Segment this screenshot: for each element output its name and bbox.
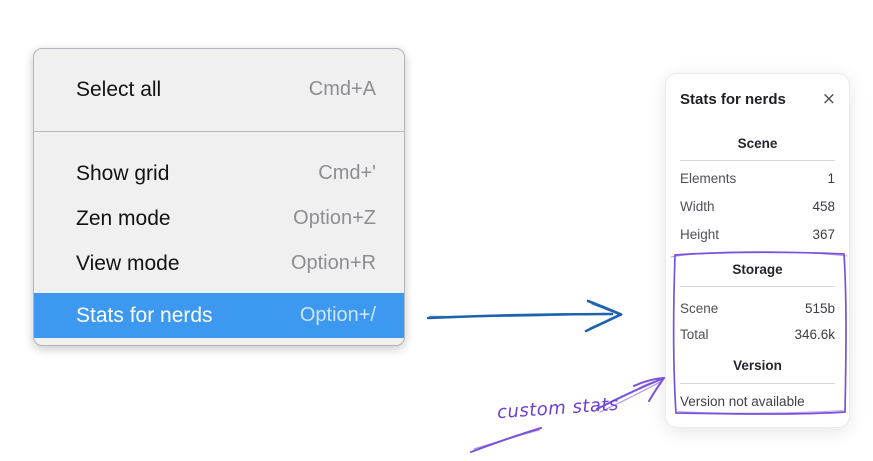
stat-row-width: Width 458: [666, 192, 849, 220]
menu-item-shortcut: Option+/: [299, 304, 376, 326]
stats-panel-title: Stats for nerds: [680, 90, 786, 108]
stat-value: 346.6k: [794, 326, 835, 342]
scene-rows: Elements 1 Width 458 Height 367: [666, 164, 849, 248]
stats-panel-header: Stats for nerds ×: [666, 74, 849, 108]
menu-item-zen-mode[interactable]: Zen mode Option+Z: [34, 196, 404, 241]
stat-row-height: Height 367: [666, 220, 849, 248]
menu-item-stats-for-nerds[interactable]: Stats for nerds Option+/: [34, 293, 404, 338]
annotation-label: custom stats: [496, 393, 620, 424]
stat-value: 458: [812, 198, 835, 214]
stat-row-scene-size: Scene 515b: [666, 295, 849, 321]
stat-label: Total: [680, 326, 709, 342]
section-heading-version: Version: [733, 358, 782, 373]
context-menu: Select all Cmd+A Show grid Cmd+' Zen mod…: [33, 48, 405, 346]
menu-item-view-mode[interactable]: View mode Option+R: [34, 241, 404, 286]
flow-arrow: [426, 299, 623, 333]
stat-label: Scene: [680, 300, 719, 316]
storage-rows: Scene 515b Total 346.6k: [666, 295, 849, 347]
stat-label: Height: [680, 226, 720, 242]
stat-label: Elements: [680, 170, 737, 186]
stat-row-total-size: Total 346.6k: [666, 321, 849, 347]
menu-section-bottom: Show grid Cmd+' Zen mode Option+Z View m…: [34, 132, 404, 338]
version-note: Version not available: [680, 394, 805, 409]
menu-item-shortcut: Cmd+': [318, 162, 376, 184]
menu-item-label: Zen mode: [76, 206, 171, 230]
divider: [680, 160, 835, 161]
menu-item-shortcut: Option+Z: [293, 207, 376, 229]
section-heading-storage: Storage: [732, 262, 783, 277]
stat-label: Width: [680, 198, 715, 214]
stats-panel: Stats for nerds × Scene Elements 1 Width…: [665, 73, 850, 428]
menu-item-shortcut: Option+R: [290, 252, 376, 274]
menu-item-label: Show grid: [76, 161, 170, 185]
menu-section-top: Select all Cmd+A: [34, 49, 404, 112]
close-icon[interactable]: ×: [821, 88, 836, 109]
menu-item-label: Stats for nerds: [76, 303, 213, 327]
stat-row-elements: Elements 1: [666, 164, 849, 192]
menu-divider: [34, 131, 404, 132]
stat-value: 1: [827, 170, 835, 186]
stat-value: 515b: [804, 300, 835, 316]
divider: [680, 383, 835, 384]
menu-item-show-grid[interactable]: Show grid Cmd+': [34, 151, 404, 196]
menu-item-label: Select all: [76, 77, 162, 101]
menu-item-select-all[interactable]: Select all Cmd+A: [34, 67, 404, 112]
stat-value: 367: [812, 226, 835, 242]
divider: [680, 286, 835, 287]
menu-item-label: View mode: [76, 251, 180, 275]
section-heading-scene: Scene: [737, 136, 778, 151]
menu-item-shortcut: Cmd+A: [308, 78, 376, 100]
